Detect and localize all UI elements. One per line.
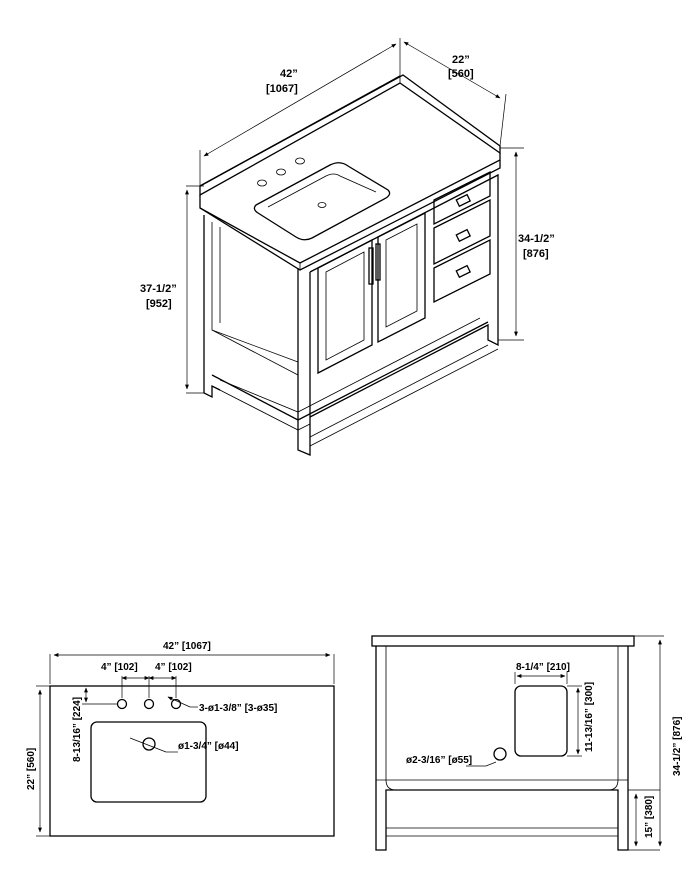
- countertop: [199, 153, 501, 271]
- faucet-holes-label: 3-ø1-3/8” [3-ø35]: [199, 703, 277, 714]
- faucet-holes: [257, 157, 305, 187]
- cabinet-body: [203, 173, 499, 456]
- door-handle-right: [375, 243, 381, 281]
- faucet-hole-3: [170, 698, 182, 710]
- iso-width-label: 42”: [280, 68, 298, 80]
- drawers: [433, 170, 491, 304]
- sink-outline: [90, 721, 207, 803]
- back-counter-height-label: 34-1/2” [876]: [672, 717, 683, 776]
- isometric-view: 42” [1067] 22” [560] 37-1/2” [952] 34-1/…: [140, 38, 555, 456]
- top-depth-label: 22” [560]: [26, 748, 37, 790]
- iso-counter-height-label: 34-1/2”: [518, 233, 555, 245]
- drawer-pull-1: [455, 193, 472, 208]
- dim-iso-counter-height: 34-1/2” [876]: [498, 147, 555, 341]
- top-view: 42” [1067] 4” [102] 4” [102] 3-ø1-3/8” […: [26, 641, 335, 837]
- drain-hole: [142, 737, 156, 751]
- shelf-height-label: 15” [380]: [644, 796, 655, 838]
- iso-overall-height-label: 37-1/2”: [140, 283, 177, 295]
- cutout-width-label: 8-1/4” [210]: [516, 662, 570, 673]
- drawer-pull-2: [455, 228, 472, 243]
- pipe-hole: [493, 747, 507, 761]
- dim-iso-overall-height: 37-1/2” [952]: [140, 185, 204, 394]
- dim-iso-width: 42” [1067]: [199, 38, 401, 186]
- top-width-label: 42” [1067]: [163, 641, 211, 652]
- iso-overall-height-mm-label: [952]: [146, 298, 172, 310]
- faucet-hole-1: [116, 698, 128, 710]
- pipe-hole-label: ø2-3/16” [ø55]: [406, 755, 472, 766]
- sink-basin: [253, 162, 391, 241]
- drain-label: ø1-3/4” [ø44]: [178, 741, 239, 752]
- hole-setback-label: 8-13/16” [224]: [72, 697, 83, 762]
- dim-iso-depth: 22” [560]: [403, 41, 507, 147]
- cabinet-doors: [317, 211, 426, 375]
- back-panel-cutout: [514, 685, 568, 757]
- back-countertop: [371, 635, 635, 647]
- cutout-height-label: 11-13/16” [300]: [584, 682, 595, 752]
- iso-depth-label: 22”: [452, 54, 470, 66]
- hole-spacing-right-label: 4” [102]: [155, 662, 192, 673]
- iso-counter-height-mm-label: [876]: [523, 248, 549, 260]
- drawer-pull-3: [455, 264, 472, 279]
- hole-spacing-left-label: 4” [102]: [101, 662, 138, 673]
- faucet-hole-2: [143, 698, 155, 710]
- drain-hole: [317, 202, 327, 208]
- door-handle-left: [368, 247, 374, 285]
- backsplash: [199, 74, 501, 197]
- countertop-outline: [49, 685, 335, 837]
- back-view: 8-1/4” [210] 11-13/16” [300] ø2-3/16” [ø…: [371, 635, 683, 851]
- iso-depth-mm-label: [560]: [448, 68, 474, 80]
- iso-width-mm-label: [1067]: [266, 83, 298, 95]
